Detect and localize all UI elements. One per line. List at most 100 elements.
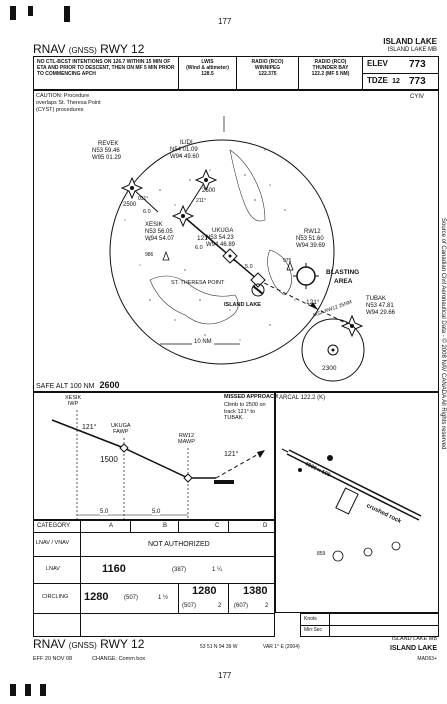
footer-prov: ISLAND LAKE MB [391,636,437,642]
xesik-name: XESIK [145,222,163,228]
profile-ukuga-name: UKUGA [111,423,131,429]
minima-divider [33,532,275,533]
obstacle-986-label: 986 [145,252,154,258]
comm-winnipeg-sub: WINNIPEG [254,65,281,71]
title-gnss: (GNSS) [68,46,97,55]
revek-name: REVEK [98,141,119,147]
obstacle-mark [327,455,333,461]
circling-ab-mda: 1280 [84,591,109,603]
missed-approach-text: Climb to 2500 on track 121° to TUBAK. [224,402,266,421]
runway-inner [287,450,421,520]
missed-approach-track [257,279,353,327]
ilidi-lat: N54 01.09 [170,147,198,153]
track-revek-xesik [131,187,159,213]
timing-divider [301,625,438,626]
xesik-label: XESIK N53 56.05 W94 54.07 [145,222,174,243]
minima-col-label [80,520,81,637]
lake-shoreline [267,249,292,296]
title-rnav: RNAV [33,42,66,56]
ukuga-fix-symbol [222,248,238,264]
msa-circle [301,318,365,382]
minsec-label: Min:Sec [304,627,323,633]
approach-title: RNAV (GNSS) RWY 12 [33,43,144,55]
tdze-label: TDZE [367,76,388,85]
obstacle-mark [298,468,302,472]
circling-d-hat: (607) [234,603,249,609]
footer-var: VAR 1° E (2004) [263,644,300,650]
blasting-label: BLASTING [326,269,360,276]
tdze-rwy: 12 [392,78,400,85]
lnav-hat: (387) [172,567,187,573]
windsock [332,550,344,562]
profile-arrow [257,450,265,458]
st-theresa-label: ST. THERESA POINT [171,280,225,286]
footer-coords: 53 51 N 94 39 W [200,644,238,650]
plan-view [33,90,439,392]
minima-col-b [130,520,131,532]
minima-col-d-circ [228,583,229,613]
elev-divider [363,73,439,74]
airport-name: ISLAND LAKE [383,37,437,46]
dist-6-0-a: 6.0 [143,209,151,215]
profile-fix-marker [119,443,129,453]
terrain-texture [124,149,311,341]
revek-lon: W95 01.29 [92,155,122,161]
airport-identifier: CYIV [410,94,425,100]
tubak-lon: W94 29.66 [366,310,396,316]
obstacle-986 [162,250,170,261]
footer-code: MAD63+ [417,656,437,662]
revek-fix-symbol [120,176,144,200]
timing-col [329,614,330,636]
footer-title: RNAV (GNSS) RWY 12 [33,638,144,650]
rw12-name: RW12 [304,229,321,235]
crs-211: 211° [196,198,206,204]
profile-rw12: RW12 MAWP [178,433,195,445]
ten-nm-ring [109,139,335,365]
arcal-label: ARCAL 122.2 (K) [279,395,326,401]
msa-center-dot [331,348,335,352]
registration-mark-bottom [10,684,16,696]
header-box: NO CTL-BCST INTENTIONS ON 126.7 WITHIN 1… [33,56,439,90]
lake-shoreline [149,275,239,325]
profile-crs-b: 121° [224,451,239,458]
lnav-vnav-value: NOT AUTHORIZED [148,541,210,548]
aerodrome-sketch [275,392,439,613]
dist-5-0: 5.0 [245,264,253,270]
approach-lights [281,448,289,453]
revek-label: REVEK N53 59.46 W95 01.29 [92,141,121,162]
comm-thunder-bay-freq: 122.2 (MF 5 NM) [311,71,350,77]
profile-alt-1500: 1500 [100,455,118,464]
lnav-label: LNAV [46,566,60,572]
lnav-vnav-label: LNAV / VNAV [36,540,70,546]
track-ilidi-xesik [182,179,207,217]
xesik-lon: W94 54.07 [145,236,175,242]
ctaf-note: NO CTL-BCST INTENTIONS ON 126.7 WITHIN 1… [34,57,179,89]
circling-c-hat: (507) [182,603,197,609]
registration-mark-bottom [40,684,46,696]
ilidi-lon: W94 49.60 [170,154,200,160]
safe-alt-value: 2600 [99,380,120,390]
comm-thunder-bay-sub: THUNDER BAY [312,65,349,71]
title-rwy: RWY 12 [100,42,145,56]
profile-crs-a: 121° [82,424,97,431]
footer-effective: EFF 20 NOV 08 [33,656,73,662]
category-row: CATEGORY A B C D [33,520,275,532]
island-lake-airport-symbol [251,283,265,297]
comm-lwis-name: LWIS [201,59,214,65]
circling-label: CIRCLING [42,594,69,600]
comm-lwis-freq: 128.5 [201,71,214,77]
final-approach-track [182,215,259,281]
circling-ab-hat: (507) [124,595,139,601]
comm-winnipeg-name: RADIO (RCO) [251,59,284,65]
tubak-label: TUBAK N53 47.81 W94 29.66 [366,296,395,317]
revek-lat: N53 59.46 [92,148,120,154]
footer-title-rnav: RNAV [33,637,66,651]
footer-name: ISLAND LAKE [389,645,437,652]
profile-dist-a: 5.0 [100,509,109,515]
comm-thunder-bay-name: RADIO (RCO) [314,59,347,65]
footer-title-rwy: RWY 12 [100,637,145,651]
profile-dist-b: 5.0 [152,509,161,515]
category-a: A [109,523,114,529]
